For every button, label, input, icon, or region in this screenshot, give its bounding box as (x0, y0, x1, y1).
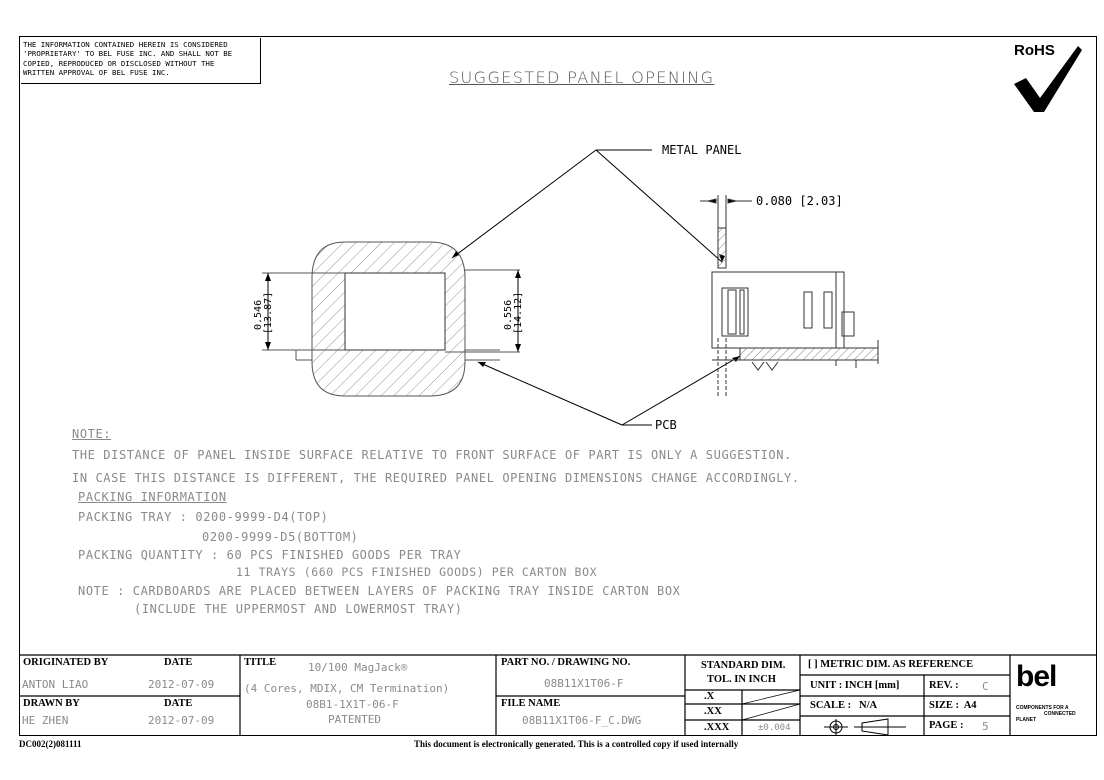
unit-label: UNIT : INCH [mm] (810, 680, 900, 691)
control-statement: This document is electronically generate… (414, 739, 739, 749)
date-label-1: DATE (164, 657, 193, 668)
title-line-2: (4 Cores, MDIX, CM Termination) (244, 682, 450, 695)
page-label: PAGE : (929, 720, 964, 731)
tolerance-xxx-value: ±0.004 (758, 723, 791, 733)
date-value-2: 2012-07-09 (148, 714, 215, 727)
title-label: TITLE (244, 657, 277, 668)
part-no-label: PART NO. / DRAWING NO. (501, 657, 631, 668)
panel-opening-view (262, 241, 521, 397)
drawn-by-label: DRAWN BY (23, 698, 80, 709)
bel-tagline: COMPONENTS FOR A CONNECTED PLANET (1016, 705, 1076, 723)
tolerance-label: TOL. IN INCH (707, 674, 776, 685)
bel-logo: bel (1016, 660, 1057, 693)
document-code: DC002(2)081111 (19, 739, 82, 749)
tagline-line-2: CONNECTED (1044, 711, 1076, 717)
jack-side-view (700, 195, 879, 398)
tolerance-xxx: .XXX (704, 722, 730, 733)
date-label-2: DATE (164, 698, 193, 709)
rohs-checkmark-icon (1014, 46, 1082, 112)
packing-heading: PACKING INFORMATION (78, 490, 227, 504)
proprietary-notice: THE INFORMATION CONTAINED HEREIN IS CONS… (21, 38, 261, 84)
tolerance-xx: .XX (704, 706, 722, 717)
packing-quantity-2: 11 TRAYS (660 PCS FINISHED GOODS) PER CA… (236, 565, 598, 579)
technical-drawing (262, 149, 879, 426)
note-line-1: THE DISTANCE OF PANEL INSIDE SURFACE REL… (72, 448, 792, 462)
note-line-2: IN CASE THIS DISTANCE IS DIFFERENT, THE … (72, 471, 800, 485)
standard-dim-label: STANDARD DIM. (701, 660, 786, 671)
tagline-line-1: COMPONENTS FOR A (1016, 705, 1069, 711)
pcb-label: PCB (655, 418, 677, 432)
scale-label: SCALE : N/A (810, 700, 878, 711)
originated-by-label: ORIGINATED BY (23, 657, 109, 668)
metal-panel-label: METAL PANEL (662, 143, 742, 157)
originated-by-value: ANTON LIAO (22, 678, 89, 691)
drawing-frame (19, 36, 1097, 736)
file-name-label: FILE NAME (501, 698, 561, 709)
packing-tray-2: 0200-9999-D5(BOTTOM) (202, 530, 359, 544)
drawn-by-value: HE ZHEN (22, 714, 69, 727)
title-line-1: 10/100 MagJack® (308, 661, 408, 674)
packing-quantity-1: PACKING QUANTITY : 60 PCS FINISHED GOODS… (78, 548, 462, 562)
title-line-3: 08B1-1X1T-06-F (306, 698, 399, 711)
note-heading: NOTE: (72, 427, 112, 441)
part-no-value: 08B11X1T06-F (544, 677, 624, 690)
size-label: SIZE : A4 (929, 700, 977, 711)
page-value: 5 (982, 720, 989, 733)
packing-tray-1: PACKING TRAY : 0200-9999-D4(TOP) (78, 510, 329, 524)
rev-value: C (982, 680, 989, 693)
packing-note-1: NOTE : CARDBOARDS ARE PLACED BETWEEN LAY… (78, 584, 681, 598)
file-name-value: 08B11X1T06-F_C.DWG (522, 714, 642, 727)
panel-thickness-dimension: 0.080 [2.03] (756, 194, 843, 208)
tagline-line-3: PLANET (1016, 717, 1036, 723)
metric-reference-note: [ ] METRIC DIM. AS REFERENCE (808, 659, 974, 670)
drawing-title: SUGGESTED PANEL OPENING (449, 68, 715, 87)
tolerance-x: .X (704, 691, 715, 702)
projection-symbol-icon (824, 718, 906, 736)
rohs-label: RoHS (1014, 42, 1055, 59)
rev-label: REV. : (929, 680, 959, 691)
packing-note-2: (INCLUDE THE UPPERMOST AND LOWERMOST TRA… (134, 602, 463, 616)
leader-lines (451, 149, 741, 426)
title-line-4: PATENTED (328, 713, 381, 726)
date-value-1: 2012-07-09 (148, 678, 215, 691)
